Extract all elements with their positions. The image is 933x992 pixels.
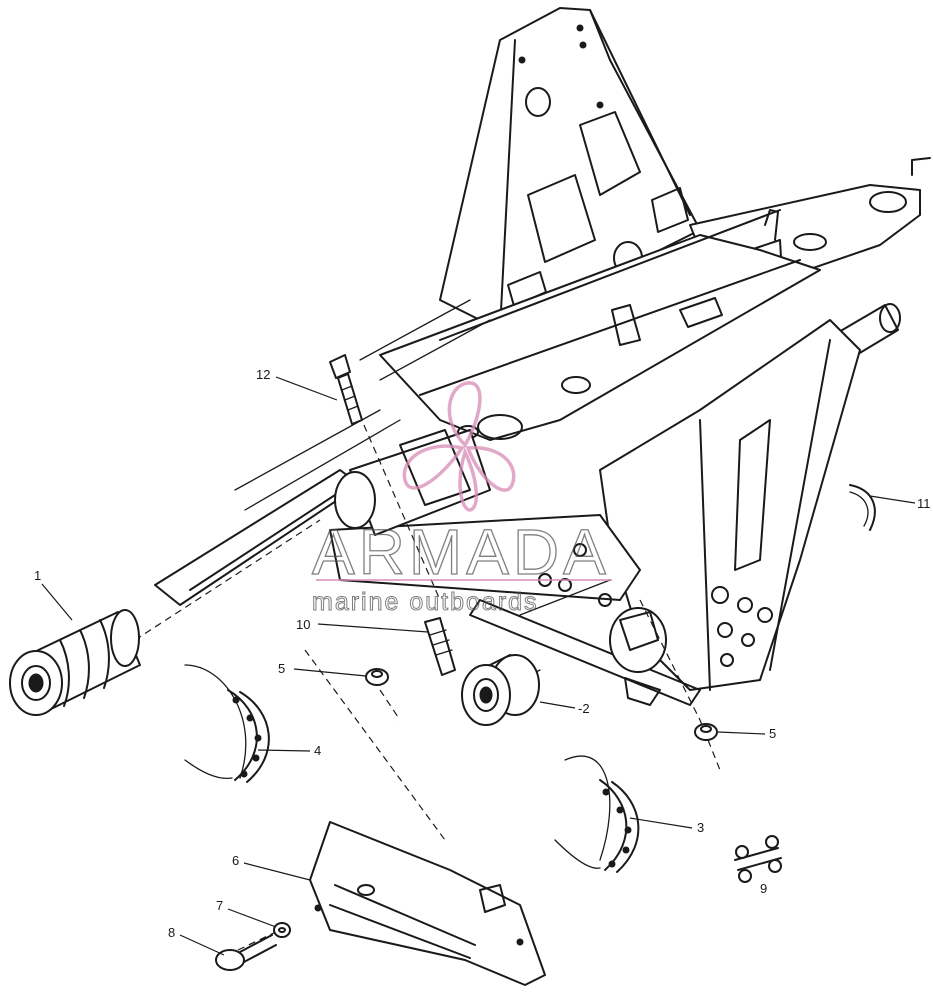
bolt-part-10	[424, 617, 456, 676]
callout-5-right: 5	[769, 726, 776, 741]
callout-labels: 1 -2 3 4 5 5 6 7 8 9 10 11 12	[34, 367, 931, 940]
callout-10: 10	[296, 617, 310, 632]
callout-9: 9	[760, 881, 767, 896]
callout-11: 11	[917, 496, 931, 511]
callout-leaders	[41, 376, 916, 956]
retaining-clip-part-11	[849, 484, 876, 531]
callout-1: 1	[34, 568, 41, 583]
callout-12: 12	[256, 367, 270, 382]
chain-guard-part-6	[309, 821, 546, 986]
callout-6: 6	[232, 853, 239, 868]
watermark-tagline: marine outboards	[312, 588, 539, 616]
callout-5-left: 5	[278, 661, 285, 676]
callout-8: 8	[168, 925, 175, 940]
armada-logo-icon	[402, 381, 516, 512]
idler-wheel-part-2	[461, 654, 540, 726]
drive-roller-part-1	[9, 609, 141, 716]
callout-2: -2	[578, 701, 590, 716]
callout-3: 3	[697, 820, 704, 835]
nut-part-5-right	[694, 723, 718, 741]
callout-4: 4	[314, 743, 321, 758]
connecting-link-part-9	[734, 835, 782, 883]
nut-part-5-left	[365, 668, 389, 686]
chassis-frame	[154, 7, 931, 706]
drive-chain-part-3	[554, 755, 640, 873]
bolt-part-12	[329, 354, 363, 425]
watermark-brand: ARMADA	[312, 516, 610, 588]
bolt-part-8	[215, 934, 277, 971]
armada-watermark: ARMADA marine outboards	[311, 381, 612, 617]
washer-part-7	[273, 922, 291, 938]
callout-7: 7	[216, 898, 223, 913]
drive-chain-part-4	[184, 664, 270, 783]
